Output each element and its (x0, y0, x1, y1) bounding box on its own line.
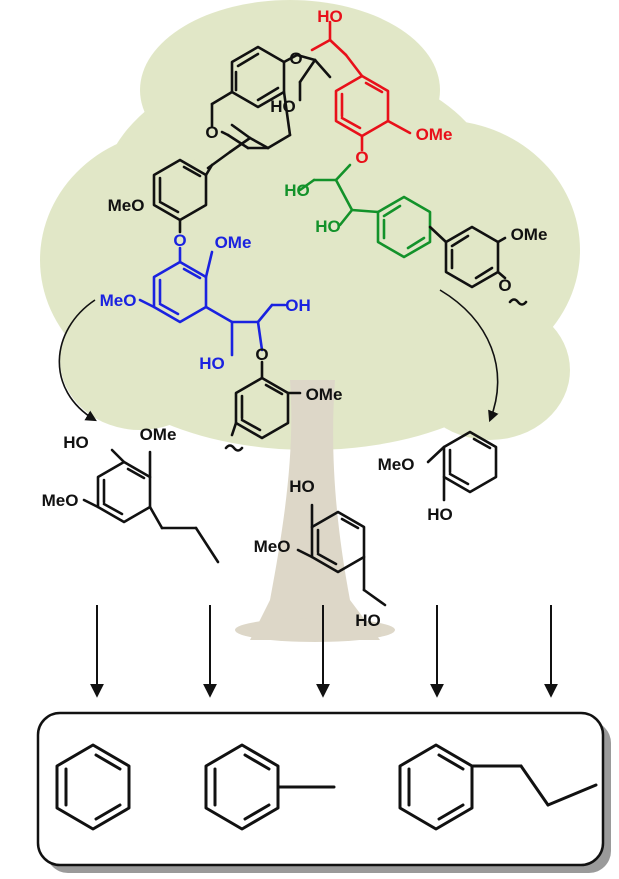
lignin-biphenyl-ring (428, 225, 528, 306)
label-ome-lower: OMe (306, 385, 343, 404)
label-o-ether: O (289, 49, 302, 68)
label-meo-vanillyl: MeO (254, 537, 291, 556)
label-o-red: O (355, 148, 368, 167)
lignin-green-unit (298, 163, 432, 259)
curved-arrow-left (58, 299, 97, 422)
label-meo-black: MeO (108, 196, 145, 215)
label-meo-syringyl: MeO (42, 491, 79, 510)
label-ho-vanillyl-top: HO (289, 477, 315, 496)
product-benzene (55, 743, 131, 831)
label-ho-green-top: HO (284, 181, 310, 200)
monomer-vanillyl-alcohol (296, 503, 387, 607)
product-toluene (204, 743, 336, 831)
lignin-black-unit (152, 45, 332, 234)
background-tree (40, 0, 580, 642)
label-meo-guaiacol: MeO (378, 455, 415, 474)
lignin-lower-unit (224, 360, 302, 452)
label-ho-blue: HO (199, 354, 225, 373)
label-ome-red: OMe (416, 125, 453, 144)
curved-arrow-right (439, 289, 499, 423)
label-meo-blue: MeO (100, 291, 137, 310)
down-arrows (90, 605, 558, 698)
label-ho-red: HO (317, 7, 343, 26)
label-ho-green-mid: HO (315, 217, 341, 236)
label-o-ring: O (205, 123, 218, 142)
label-o-lower: O (255, 345, 268, 364)
lignin-blue-unit (138, 246, 287, 357)
label-oh-blue: OH (285, 296, 311, 315)
label-ome-syringyl: OMe (140, 425, 177, 444)
products-box (36, 711, 611, 873)
monomer-syringyl (82, 448, 220, 564)
label-ho-syringyl: HO (63, 433, 89, 452)
label-ho-guaiacol: HO (427, 505, 453, 524)
label-ho-vanillyl-bottom: HO (355, 611, 381, 630)
label-ome-blue: OMe (215, 233, 252, 252)
label-o-blue: O (173, 231, 186, 250)
lignin-red-unit (310, 20, 412, 152)
product-propylbenzene (398, 743, 598, 831)
label-ho-black: HO (270, 97, 296, 116)
label-o-green: O (498, 276, 511, 295)
monomer-guaiacol (426, 430, 498, 502)
label-ome-green: OMe (511, 225, 548, 244)
